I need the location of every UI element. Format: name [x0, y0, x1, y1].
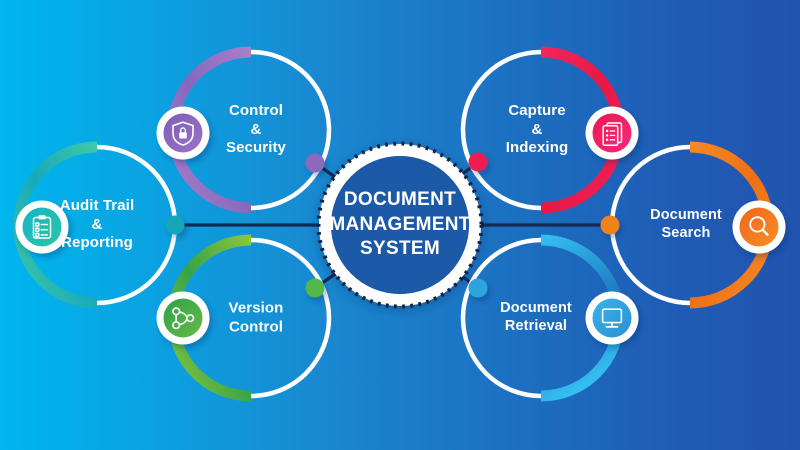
connector-dot-retrieval: [468, 278, 488, 298]
connector-dot-version: [305, 278, 325, 298]
icon-badge-capture-indexing[interactable]: [585, 106, 639, 160]
git-branch-icon: [172, 307, 195, 330]
hub-circle[interactable]: [316, 141, 484, 309]
shield-lock-icon: [172, 121, 194, 146]
connector-dot-capture: [468, 152, 488, 172]
connector-dots: [165, 152, 620, 298]
connector-dot-control: [305, 153, 325, 173]
icon-badge-document-search[interactable]: [732, 200, 786, 254]
document-list-icon: [602, 122, 623, 147]
connector-dot-audit: [165, 215, 185, 235]
icon-badge-version-control[interactable]: [156, 291, 210, 345]
connector-dot-search: [600, 215, 620, 235]
icon-badge-audit-trail-reporting[interactable]: [15, 200, 69, 254]
magnifier-icon: [749, 216, 769, 236]
icon-badge-document-retrieval[interactable]: [585, 291, 639, 345]
hub-dashed-ring: [316, 141, 484, 309]
monitor-icon: [601, 308, 623, 328]
icon-badge-control-security[interactable]: [156, 106, 210, 160]
clipboard-checklist-icon: [32, 215, 52, 239]
hub-inner-disc: [331, 156, 469, 294]
